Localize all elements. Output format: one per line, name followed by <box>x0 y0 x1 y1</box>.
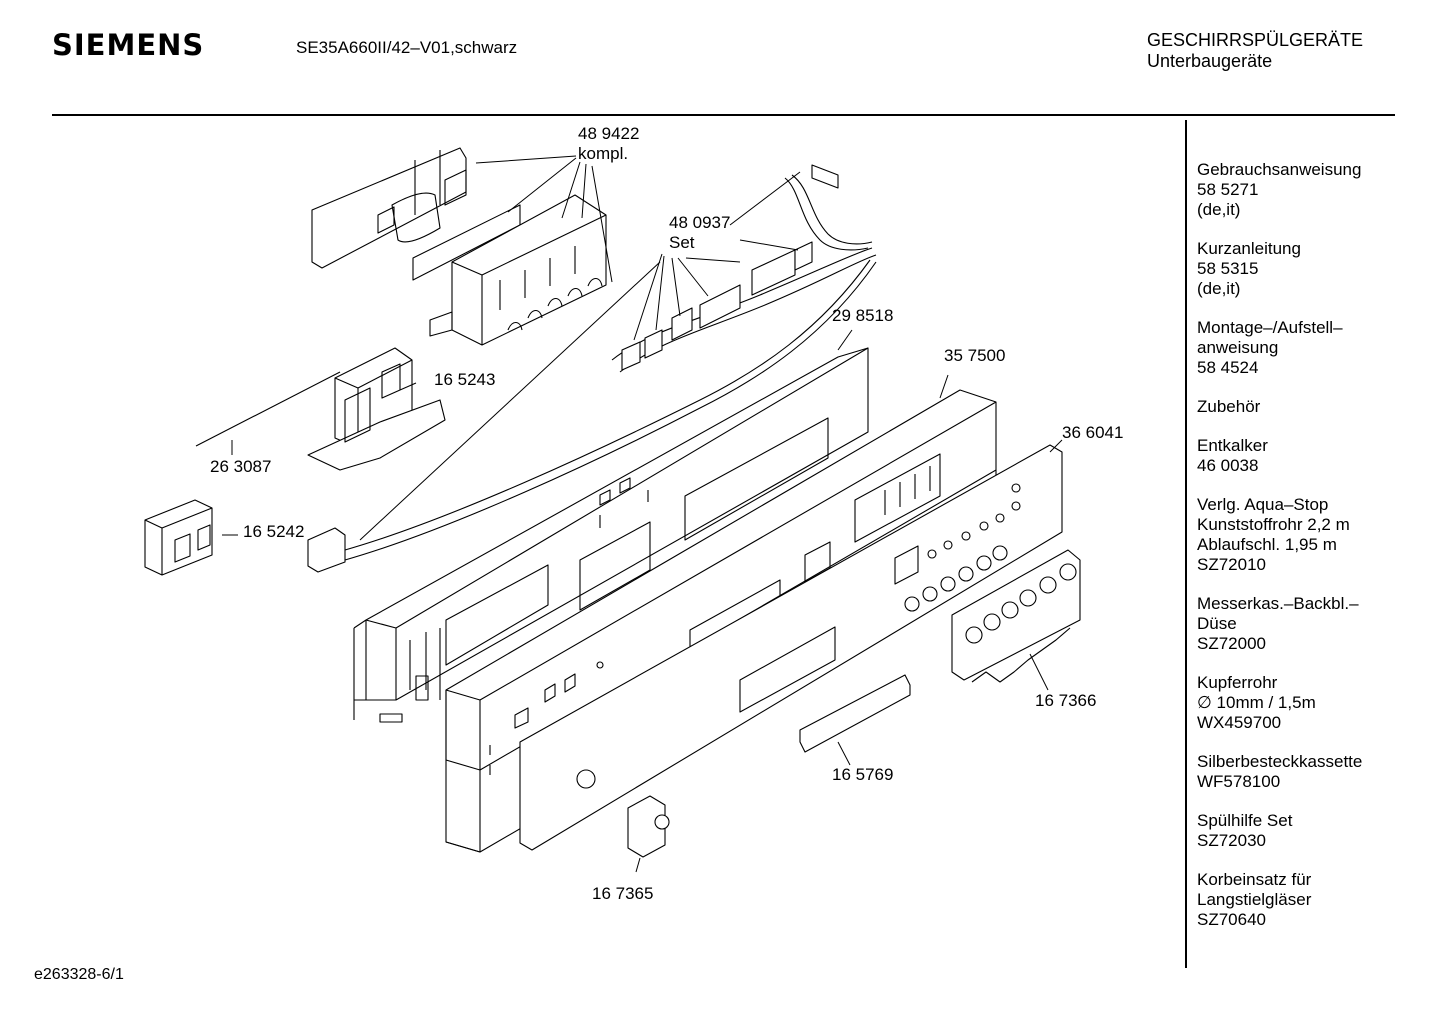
sidebar-divider <box>1185 120 1187 968</box>
sidebar-line: Messerkas.–Backbl.– <box>1197 594 1359 613</box>
document-id: e263328-6/1 <box>34 966 124 983</box>
sidebar-item-gebrauchsanweisung: Gebrauchsanweisung 58 5271 (de,it) <box>1197 160 1432 220</box>
sidebar-line: 58 5315 <box>1197 259 1259 278</box>
sidebar-line: (de,it) <box>1197 279 1241 298</box>
main-switch <box>145 500 212 575</box>
part-label-167365: 16 7365 <box>592 884 654 903</box>
sidebar-item-kurzanleitung: Kurzanleitung 58 5315 (de,it) <box>1197 239 1432 299</box>
leader-lines <box>222 156 1062 872</box>
part-number: 48 0937 <box>669 213 731 232</box>
sidebar-line: Langstielgläser <box>1197 890 1312 909</box>
sidebar-line: Montage–/Aufstell– <box>1197 318 1343 337</box>
program-knobs <box>952 550 1080 682</box>
sidebar-line: Kunststoffrohr 2,2 m <box>1197 515 1350 534</box>
part-label-165243: 16 5243 <box>434 370 496 389</box>
sidebar-line: Ablaufschl. 1,95 m <box>1197 535 1337 554</box>
exploded-parts-diagram <box>0 0 1180 1019</box>
rod-263087 <box>196 372 340 446</box>
sidebar-line: ∅ 10mm / 1,5m <box>1197 693 1316 712</box>
sidebar-line: Verlg. Aqua–Stop <box>1197 495 1329 514</box>
part-label-298518: 29 8518 <box>832 306 894 325</box>
sidebar-item-spuelhilfe: Spülhilfe Set SZ72030 <box>1197 811 1432 851</box>
sidebar-line: 58 5271 <box>1197 180 1259 199</box>
sidebar-line: Kurzanleitung <box>1197 239 1301 258</box>
sidebar-line: SZ70640 <box>1197 910 1266 929</box>
sidebar-item-montageanweisung: Montage–/Aufstell– anweisung 58 4524 <box>1197 318 1432 378</box>
part-note: Set <box>669 233 695 252</box>
sidebar-line: Düse <box>1197 614 1237 633</box>
sidebar-line: Zubehör <box>1197 397 1261 416</box>
cable-harness <box>308 165 876 572</box>
sidebar-line: Silberbesteckkassette <box>1197 752 1363 771</box>
part-label-263087: 26 3087 <box>210 457 272 476</box>
sidebar-line: Kupferrohr <box>1197 673 1278 692</box>
sidebar-line: Gebrauchsanweisung <box>1197 160 1362 179</box>
switch-housing <box>308 348 445 470</box>
sidebar-item-korbeinsatz: Korbeinsatz für Langstielgläser SZ70640 <box>1197 870 1432 930</box>
control-panel-frame <box>354 348 868 722</box>
accessories-sidebar: Gebrauchsanweisung 58 5271 (de,it) Kurza… <box>1197 160 1432 949</box>
part-label-366041: 36 6041 <box>1062 423 1124 442</box>
part-label-165769: 16 5769 <box>832 765 894 784</box>
sidebar-line: (de,it) <box>1197 200 1241 219</box>
door-button <box>628 796 669 857</box>
product-category: GESCHIRRSPÜLGERÄTE Unterbaugeräte <box>1147 30 1363 72</box>
electronic-module <box>312 148 606 345</box>
brand-logo: SIEMENS <box>52 28 205 62</box>
part-note: kompl. <box>578 144 629 163</box>
sidebar-line: Korbeinsatz für <box>1197 870 1312 889</box>
category-line-2: Unterbaugeräte <box>1147 51 1273 71</box>
sidebar-line: 58 4524 <box>1197 358 1259 377</box>
header-divider <box>52 114 1395 116</box>
cover-strip <box>800 675 910 752</box>
facia-foil <box>520 445 1062 850</box>
sidebar-item-entkalker: Entkalker 46 0038 <box>1197 436 1432 476</box>
part-label-165242: 16 5242 <box>243 522 305 541</box>
sidebar-line: anweisung <box>1197 338 1279 357</box>
sidebar-line: SZ72010 <box>1197 555 1266 574</box>
sidebar-line: Spülhilfe Set <box>1197 811 1293 830</box>
sidebar-line: SZ72030 <box>1197 831 1266 850</box>
sidebar-line: 46 0038 <box>1197 456 1259 475</box>
sidebar-item-messerkasten: Messerkas.–Backbl.– Düse SZ72000 <box>1197 594 1432 654</box>
front-panel-fascia <box>446 390 996 852</box>
model-number: SE35A660II/42–V01,schwarz <box>296 38 518 57</box>
part-label-489422: 48 9422 kompl. <box>578 124 639 164</box>
sidebar-item-silberbesteckkassette: Silberbesteckkassette WF578100 <box>1197 752 1432 792</box>
part-label-167366: 16 7366 <box>1035 691 1097 710</box>
part-number: 48 9422 <box>578 124 640 143</box>
sidebar-item-kupferrohr: Kupferrohr ∅ 10mm / 1,5m WX459700 <box>1197 673 1432 733</box>
sidebar-line: WF578100 <box>1197 772 1281 791</box>
sidebar-item-aqua-stop: Verlg. Aqua–Stop Kunststoffrohr 2,2 m Ab… <box>1197 495 1432 575</box>
sidebar-line: Entkalker <box>1197 436 1268 455</box>
sidebar-line: WX459700 <box>1197 713 1282 732</box>
part-label-480937: 48 0937 Set <box>669 213 730 253</box>
sidebar-line: SZ72000 <box>1197 634 1266 653</box>
part-label-357500: 35 7500 <box>944 346 1006 365</box>
sidebar-heading-zubehoer: Zubehör <box>1197 397 1432 417</box>
category-line-1: GESCHIRRSPÜLGERÄTE <box>1147 30 1364 50</box>
